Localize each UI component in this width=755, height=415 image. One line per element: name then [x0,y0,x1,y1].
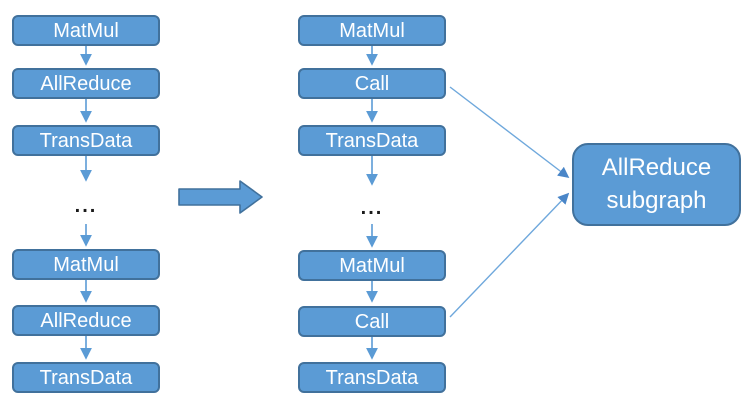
right-node-matmul-bottom: MatMul [298,250,446,281]
call-top-to-subgraph-connector [449,86,570,179]
left-node-transdata-bottom: TransData [12,362,160,393]
transform-block-arrow [178,180,263,214]
right-node-call-top: Call [298,68,446,99]
left-node-allreduce-bottom: AllReduce [12,305,160,336]
right-node-transdata-top: TransData [298,125,446,156]
right-node-transdata-bottom: TransData [298,362,446,393]
allreduce-subgraph-box: AllReduce subgraph [572,143,741,226]
left-node-matmul-top: MatMul [12,15,160,46]
right-node-call-bottom: Call [298,306,446,337]
left-ellipsis: ... [74,195,98,217]
call-bottom-to-subgraph-connector [449,192,570,318]
right-ellipsis: ... [360,197,384,219]
right-node-matmul-top: MatMul [298,15,446,46]
left-node-transdata-top: TransData [12,125,160,156]
left-node-matmul-bottom: MatMul [12,249,160,280]
left-node-allreduce-top: AllReduce [12,68,160,99]
